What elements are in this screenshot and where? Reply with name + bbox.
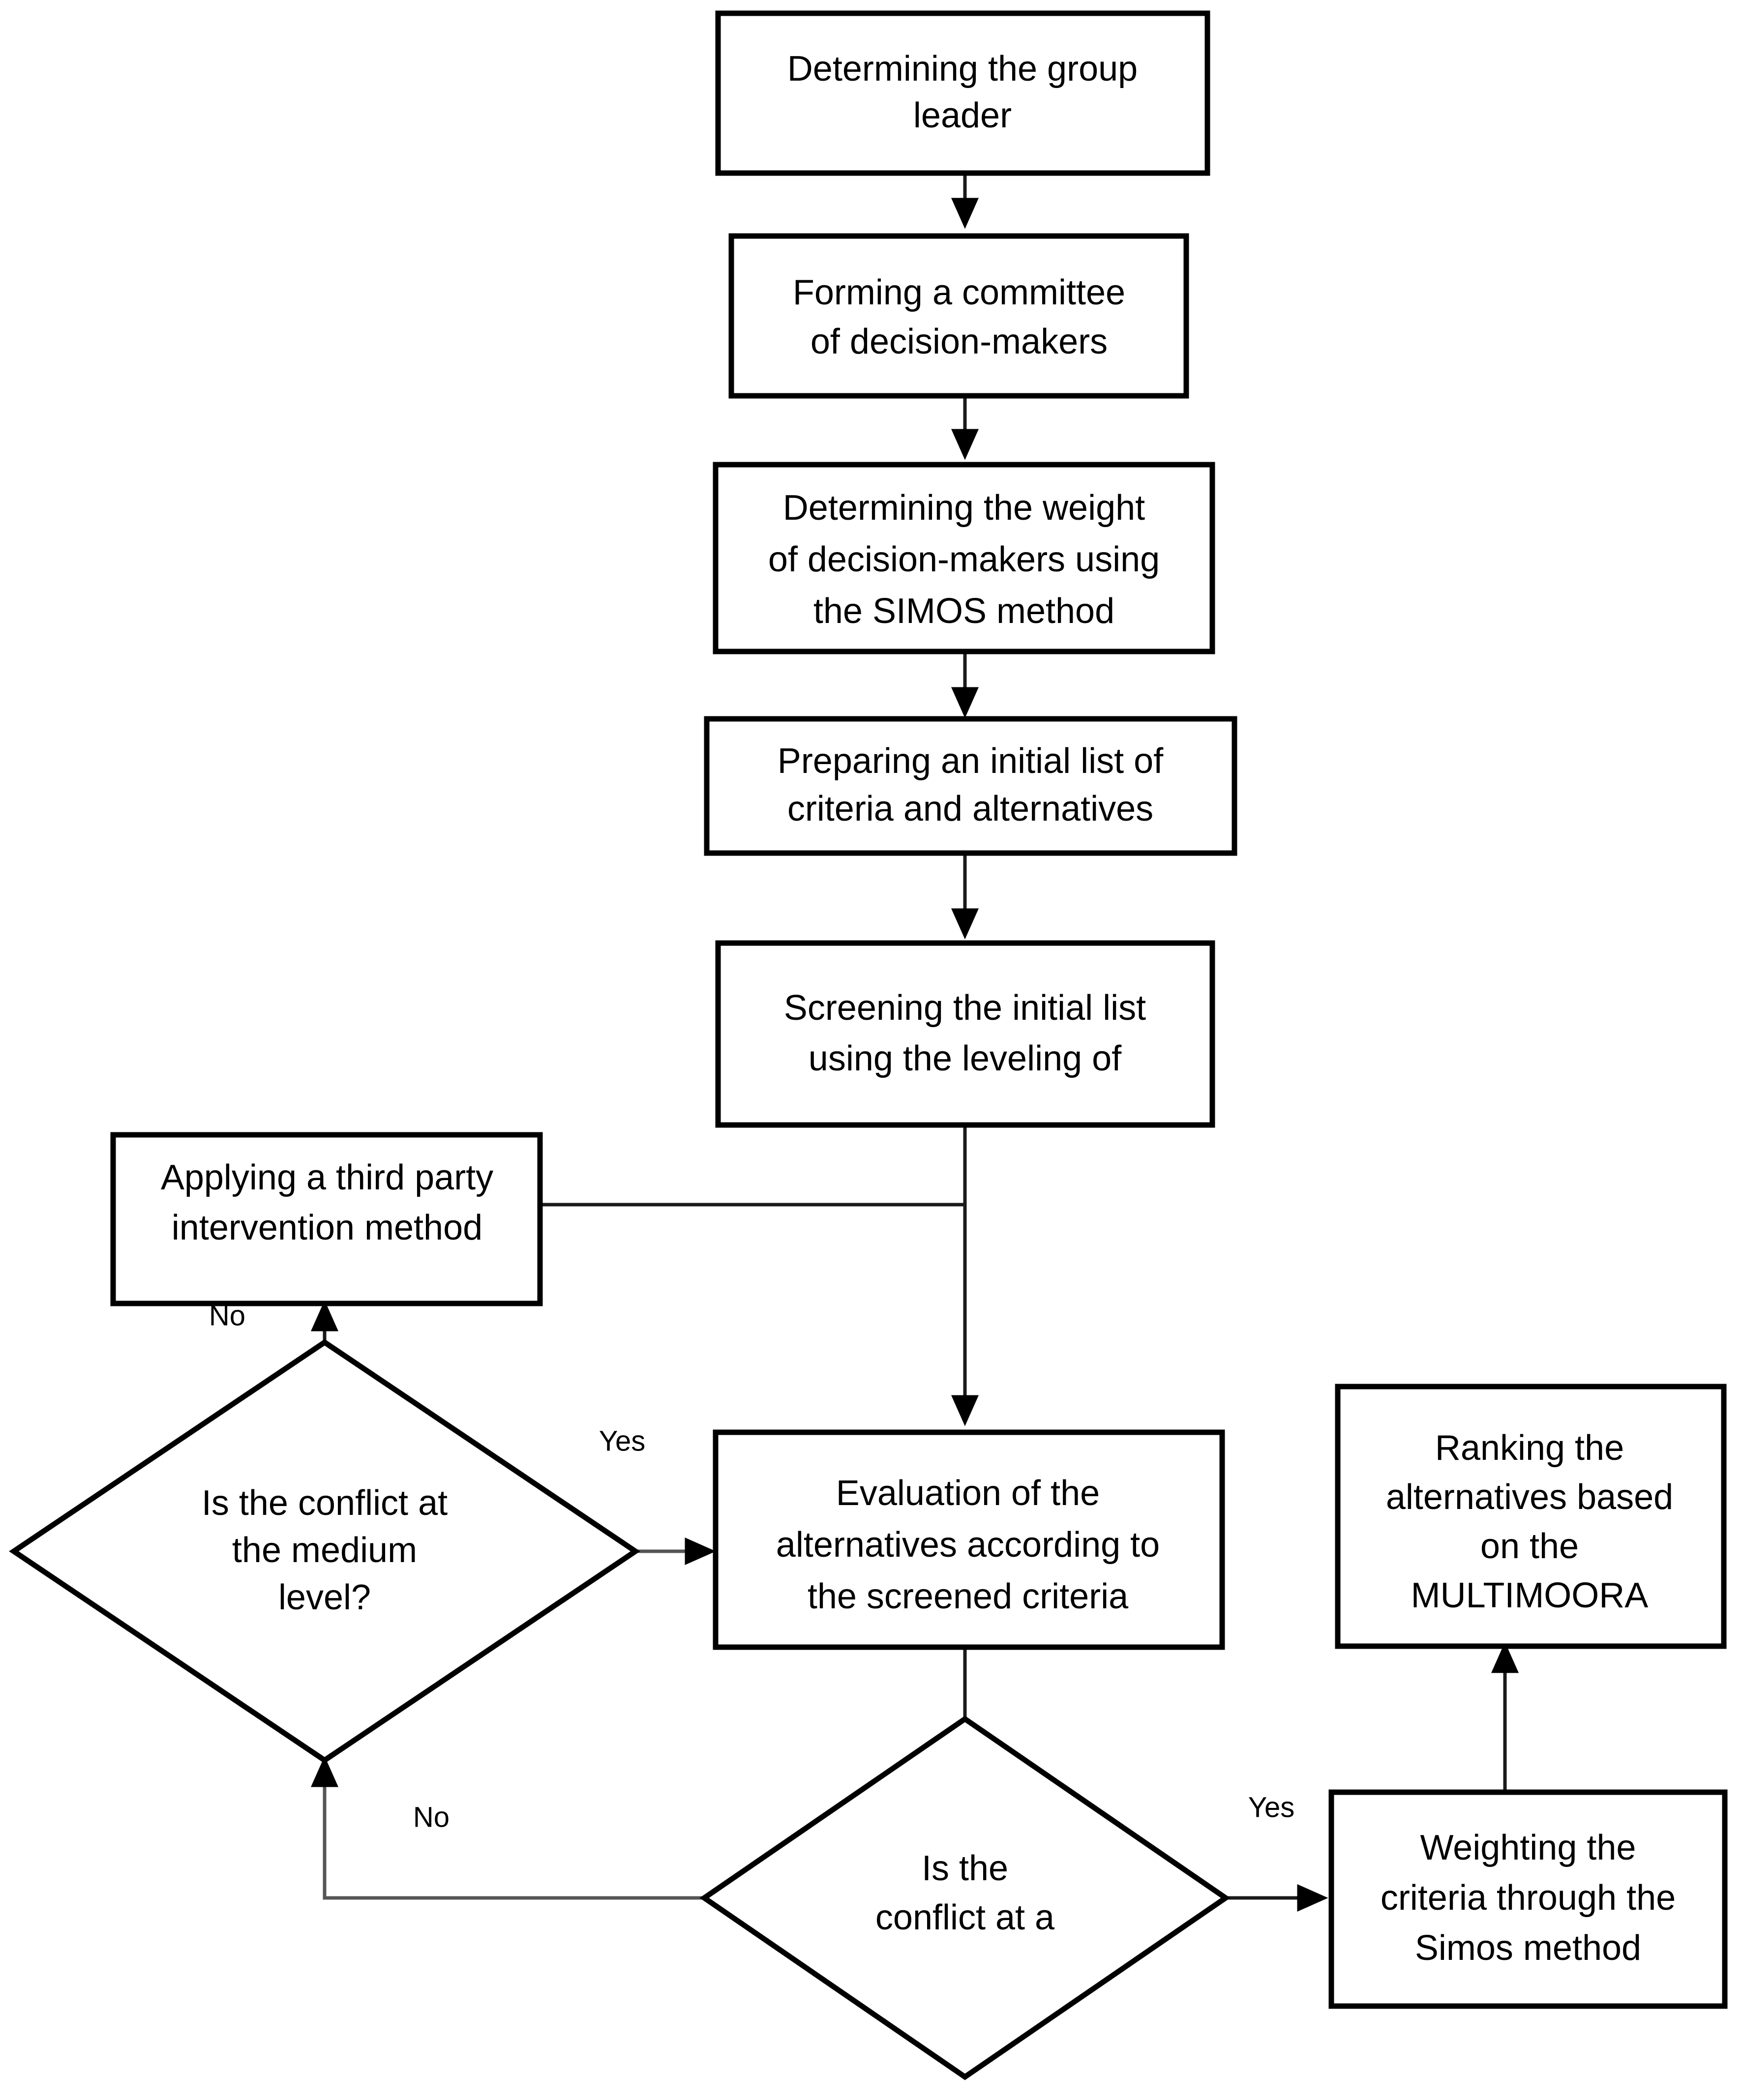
edge-label-yes-lower: Yes [1248, 1791, 1295, 1823]
node-determining-group-leader[interactable]: Determining the group leader [715, 10, 1210, 176]
node-ranking-multimoora[interactable]: Ranking the alternatives based on the MU… [1335, 1384, 1727, 1649]
node-line-1: Forming a committee [793, 273, 1125, 312]
connector-conflict-no-to-medium [311, 1756, 707, 1900]
node-shape-diamond [699, 1715, 1231, 2080]
node-evaluation-alternatives[interactable]: Evaluation of the alternatives according… [713, 1429, 1225, 1650]
node-line-2: of decision-makers using [768, 540, 1160, 579]
node-line-2: the medium [232, 1531, 417, 1570]
node-shape-rectangle [704, 716, 1237, 856]
node-line-2: alternatives based [1386, 1478, 1673, 1517]
node-line-2: leader [913, 96, 1012, 135]
node-preparing-initial-list[interactable]: Preparing an initial list of criteria an… [704, 716, 1237, 856]
node-forming-committee[interactable]: Forming a committee of decision-makers [728, 233, 1189, 399]
node-line-1: Evaluation of the [836, 1474, 1100, 1513]
node-line-2: conflict at a [875, 1898, 1055, 1937]
node-line-3: the SIMOS method [813, 592, 1114, 631]
node-screening-initial-list[interactable]: Screening the initial list using the lev… [715, 940, 1215, 1128]
node-shape-diamond [9, 1339, 640, 1764]
node-line-3: level? [278, 1578, 371, 1617]
node-line-1: Is the conflict at [202, 1483, 448, 1523]
node-shape-rectangle [1335, 1384, 1727, 1649]
node-line-1: Weighting the [1420, 1828, 1636, 1867]
node-conflict-medium-level[interactable]: Is the conflict at the medium level? [9, 1339, 640, 1764]
node-shape-rectangle [715, 10, 1210, 176]
node-line-2: criteria through the [1381, 1878, 1676, 1918]
edge-label-yes-upper: Yes [599, 1425, 646, 1457]
node-line-2: criteria and alternatives [787, 789, 1153, 828]
node-conflict-at-a[interactable]: Is the conflict at a [699, 1715, 1231, 2080]
node-shape-rectangle [713, 1429, 1225, 1650]
node-line-1: Ranking the [1435, 1428, 1624, 1468]
node-third-party-intervention[interactable]: Applying a third party intervention meth… [110, 1132, 543, 1306]
node-line-2: using the leveling of [809, 1039, 1122, 1078]
node-line-1: Determining the weight [783, 488, 1145, 528]
edge-label-no-lower: No [413, 1801, 450, 1833]
node-line-3: Simos method [1415, 1928, 1641, 1968]
node-shape-rectangle [110, 1132, 543, 1306]
node-line-4: MULTIMOORA [1411, 1576, 1649, 1615]
node-line-1: Preparing an initial list of [778, 741, 1164, 781]
node-weighting-simos[interactable]: Weighting the criteria through the Simos… [1328, 1789, 1728, 2009]
node-line-3: the screened criteria [808, 1577, 1129, 1616]
node-line-2: intervention method [172, 1208, 482, 1247]
node-line-3: on the [1480, 1527, 1579, 1566]
node-shape-rectangle [713, 462, 1215, 654]
node-shape-rectangle [1328, 1789, 1728, 2009]
node-line-2: alternatives according to [776, 1525, 1160, 1565]
node-line-2: of decision-makers [811, 322, 1108, 361]
node-line-1: Determining the group [787, 49, 1138, 89]
node-line-1: Is the [922, 1849, 1008, 1888]
node-line-1: Screening the initial list [784, 988, 1146, 1028]
node-line-1: Applying a third party [161, 1158, 493, 1197]
node-shape-rectangle [728, 233, 1189, 399]
node-determining-weight-dm[interactable]: Determining the weight of decision-maker… [713, 462, 1215, 654]
node-shape-rectangle [715, 940, 1215, 1128]
edge-label-no-upper: No [209, 1300, 245, 1331]
